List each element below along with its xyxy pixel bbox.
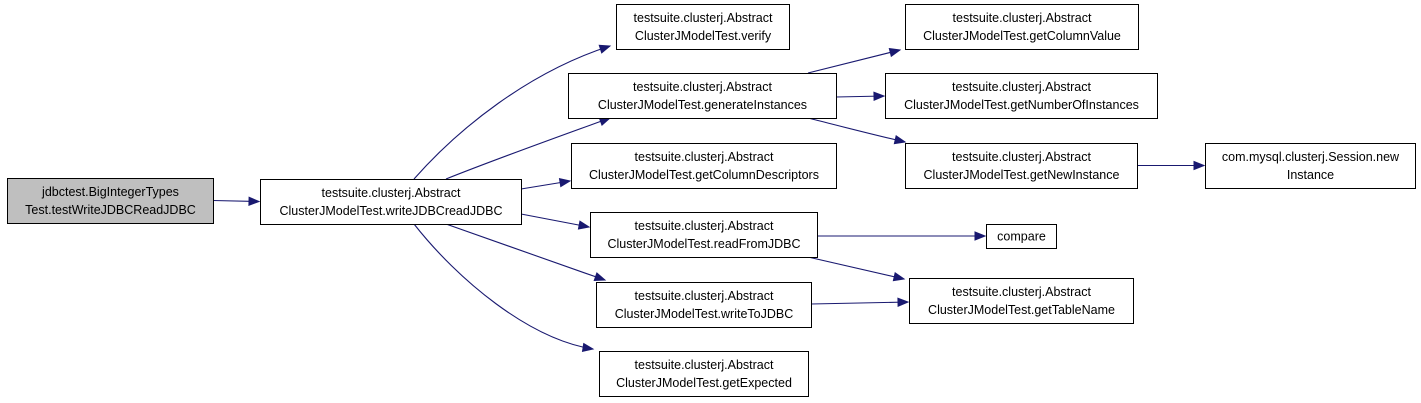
node-box [568,73,837,119]
arrowhead-icon [581,342,595,353]
node-label-line: testsuite.clusterj.Abstract [635,289,774,303]
node-label-line: testsuite.clusterj.Abstract [635,219,774,233]
arrowhead-icon [974,231,987,241]
node-label-line: ClusterJModelTest.getNumberOfInstances [904,98,1139,112]
node-label-line: ClusterJModelTest.getTableName [928,303,1115,317]
arrowhead-icon [598,44,612,54]
arrowhead-icon [897,297,910,307]
node-box [885,73,1158,119]
node-label-line: ClusterJModelTest.writeToJDBC [615,307,794,321]
node-box [986,224,1057,249]
node-label-line: ClusterJModelTest.verify [635,29,772,43]
node-label-line: ClusterJModelTest.readFromJDBC [607,237,800,251]
edge-getNewInstance-to-sessionNewInstance [1137,160,1206,171]
node-getTableName[interactable]: testsuite.clusterj.AbstractClusterJModel… [909,278,1134,324]
arrowhead-icon [893,135,907,145]
node-root[interactable]: jdbctest.BigIntegerTypesTest.testWriteJD… [7,178,214,224]
edge-writeJDBCreadJDBC-to-writeToJDBC [445,223,607,282]
node-label-line: ClusterJModelTest.generateInstances [598,98,807,112]
node-getColumnValue[interactable]: testsuite.clusterj.AbstractClusterJModel… [905,4,1139,50]
node-label-line: testsuite.clusterj.Abstract [952,80,1091,94]
node-label-line: testsuite.clusterj.Abstract [322,186,461,200]
edge-writeJDBCreadJDBC-to-verify [413,44,612,180]
edge-generateInstances-to-getNewInstance [807,117,907,145]
node-label-line: testsuite.clusterj.Abstract [635,358,774,372]
node-label-line: jdbctest.BigIntegerTypes [41,185,179,199]
arrowhead-icon [888,47,902,58]
edge-line [413,45,611,180]
node-label-line: ClusterJModelTest.getColumnDescriptors [589,168,819,182]
node-label-line: Instance [1287,168,1334,182]
edge-line [413,223,594,350]
call-edges [212,44,1206,353]
node-getNumberOfInstances[interactable]: testsuite.clusterj.AbstractClusterJModel… [885,73,1158,119]
node-label-line: compare [997,230,1046,244]
node-label-line: com.mysql.clusterj.Session.new [1222,150,1400,164]
arrowhead-icon [558,178,572,188]
edge-readFromJDBC-to-compare [817,231,987,241]
node-label-line: ClusterJModelTest.getNewInstance [924,168,1120,182]
node-getColumnDescriptors[interactable]: testsuite.clusterj.AbstractClusterJModel… [571,143,837,189]
edge-writeJDBCreadJDBC-to-readFromJDBC [520,213,591,230]
edge-line [807,256,905,280]
node-box [599,351,809,397]
node-getNewInstance[interactable]: testsuite.clusterj.AbstractClusterJModel… [905,143,1138,189]
node-writeJDBCreadJDBC[interactable]: testsuite.clusterj.AbstractClusterJModel… [260,179,522,225]
node-compare[interactable]: compare [986,224,1057,249]
node-box [616,4,790,50]
node-box [590,212,818,258]
node-label-line: testsuite.clusterj.Abstract [633,80,772,94]
edge-writeJDBCreadJDBC-to-getExpected [413,223,595,353]
node-box [905,4,1139,50]
arrowhead-icon [892,272,906,282]
node-label-line: testsuite.clusterj.Abstract [953,11,1092,25]
node-box [260,179,522,225]
edge-generateInstances-to-getColumnValue [807,47,902,74]
edge-line [807,49,901,74]
edge-readFromJDBC-to-getTableName [807,256,906,282]
edge-line [520,213,590,228]
node-verify[interactable]: testsuite.clusterj.AbstractClusterJModel… [616,4,790,50]
edge-line [807,117,906,143]
node-label-line: testsuite.clusterj.Abstract [635,150,774,164]
edge-writeJDBCreadJDBC-to-getColumnDescriptors [520,178,572,190]
call-nodes: jdbctest.BigIntegerTypesTest.testWriteJD… [7,4,1416,397]
arrowhead-icon [873,91,886,101]
node-box [7,178,214,224]
node-label-line: Test.testWriteJDBCReadJDBC [25,203,196,217]
node-label-line: testsuite.clusterj.Abstract [952,285,1091,299]
node-box [905,143,1138,189]
edge-writeJDBCreadJDBC-to-generateInstances [445,117,612,180]
node-writeToJDBC[interactable]: testsuite.clusterj.AbstractClusterJModel… [596,282,812,328]
arrowhead-icon [593,272,607,282]
edge-writeToJDBC-to-getTableName [810,297,910,307]
node-label-line: ClusterJModelTest.writeJDBCreadJDBC [280,204,503,218]
node-label-line: ClusterJModelTest.getColumnValue [923,29,1121,43]
edge-root-to-writeJDBCreadJDBC [212,196,261,207]
node-label-line: testsuite.clusterj.Abstract [634,11,773,25]
edge-generateInstances-to-getNumberOfInstances [835,91,886,101]
node-box [596,282,812,328]
node-box [1205,143,1416,189]
edge-line [810,301,909,305]
node-generateInstances[interactable]: testsuite.clusterj.AbstractClusterJModel… [568,73,837,119]
edge-line [445,223,606,281]
arrowhead-icon [577,220,591,230]
arrowhead-icon [248,196,261,207]
node-box [571,143,837,189]
node-getExpected[interactable]: testsuite.clusterj.AbstractClusterJModel… [599,351,809,397]
node-label-line: ClusterJModelTest.getExpected [616,376,792,390]
node-label-line: testsuite.clusterj.Abstract [952,150,1091,164]
node-readFromJDBC[interactable]: testsuite.clusterj.AbstractClusterJModel… [590,212,818,258]
edge-line [445,117,611,180]
node-box [909,278,1134,324]
arrowhead-icon [1193,160,1206,171]
